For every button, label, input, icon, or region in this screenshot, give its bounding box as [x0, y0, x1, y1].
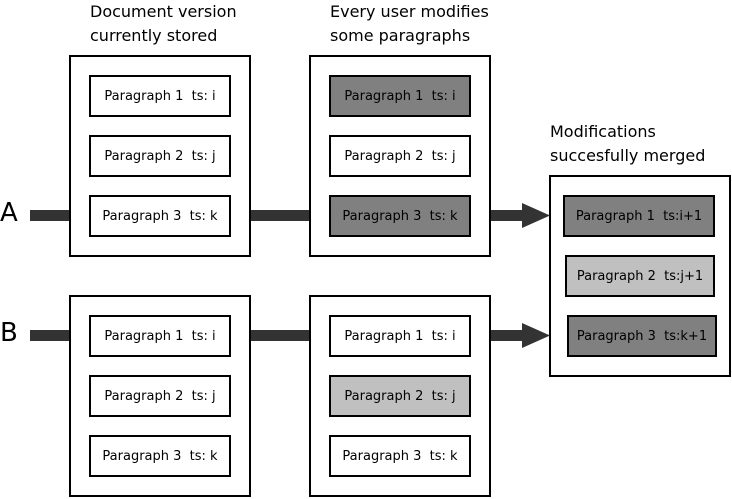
paragraph-box [329, 435, 471, 477]
paragraph-label: Paragraph 1 ts:i+1 [576, 209, 702, 224]
arrow-a-head [522, 203, 550, 228]
arrow-b-head [522, 323, 550, 348]
connector-a-to-merge-shaft [490, 210, 524, 221]
caption-modifies-line-2: some paragraphs [330, 26, 470, 45]
connector-a-middle [250, 210, 310, 221]
paragraph-box-merged-from-b [565, 255, 715, 297]
paragraph-box [89, 315, 231, 357]
connector-b-start [30, 330, 70, 341]
paragraph-label: Paragraph 2 ts: j [344, 149, 455, 164]
row-label-a: A [0, 198, 18, 228]
paragraph-label: Paragraph 3 ts: k [102, 209, 218, 224]
caption-merged-line-2: succesfully merged [550, 146, 705, 165]
document-modified-b: Paragraph 1 ts: i Paragraph 2 ts: j Para… [309, 295, 491, 497]
paragraph-label: Paragraph 1 ts: i [344, 329, 455, 344]
paragraph-label: Paragraph 2 ts: j [344, 389, 455, 404]
document-stored-a: Paragraph 1 ts: i Paragraph 2 ts: j Para… [69, 55, 251, 257]
paragraph-label: Paragraph 3 ts: k [102, 449, 218, 464]
paragraph-box [89, 375, 231, 417]
paragraph-box [89, 75, 231, 117]
caption-stored-line-1: Document version [90, 2, 237, 21]
paragraph-box [89, 195, 231, 237]
paragraph-box-modified [329, 75, 471, 117]
paragraph-label: Paragraph 2 ts: j [104, 389, 215, 404]
paragraph-label: Paragraph 1 ts: i [104, 329, 215, 344]
paragraph-box [329, 135, 471, 177]
caption-modifies-line-1: Every user modifies [330, 2, 489, 21]
paragraph-label: Paragraph 3 ts: k [342, 449, 458, 464]
paragraph-box [89, 435, 231, 477]
paragraph-label: Paragraph 1 ts: i [344, 89, 455, 104]
document-merged: Paragraph 1 ts:i+1 Paragraph 2 ts:j+1 Pa… [549, 175, 731, 377]
paragraph-box-merged-from-a [563, 195, 715, 237]
connector-b-middle [250, 330, 310, 341]
paragraph-label: Paragraph 3 ts:k+1 [577, 329, 707, 344]
paragraph-label: Paragraph 3 ts: k [342, 209, 458, 224]
connector-b-to-merge-shaft [490, 330, 524, 341]
row-label-b: B [0, 318, 18, 348]
caption-merged-line-1: Modifications [550, 122, 656, 141]
paragraph-box-merged-from-a [567, 315, 717, 357]
document-stored-b: Paragraph 1 ts: i Paragraph 2 ts: j Para… [69, 295, 251, 497]
row-a-connectors [30, 203, 550, 228]
connector-a-start [30, 210, 70, 221]
paragraph-box-modified [329, 195, 471, 237]
paragraph-label: Paragraph 1 ts: i [104, 89, 215, 104]
paragraph-box [329, 315, 471, 357]
paragraph-label: Paragraph 2 ts:j+1 [577, 269, 703, 284]
row-b-connectors [30, 323, 550, 348]
paragraph-label: Paragraph 2 ts: j [104, 149, 215, 164]
caption-stored-line-2: currently stored [90, 26, 217, 45]
document-modified-a: Paragraph 1 ts: i Paragraph 2 ts: j Para… [309, 55, 491, 257]
paragraph-box-modified [329, 375, 471, 417]
paragraph-box [89, 135, 231, 177]
